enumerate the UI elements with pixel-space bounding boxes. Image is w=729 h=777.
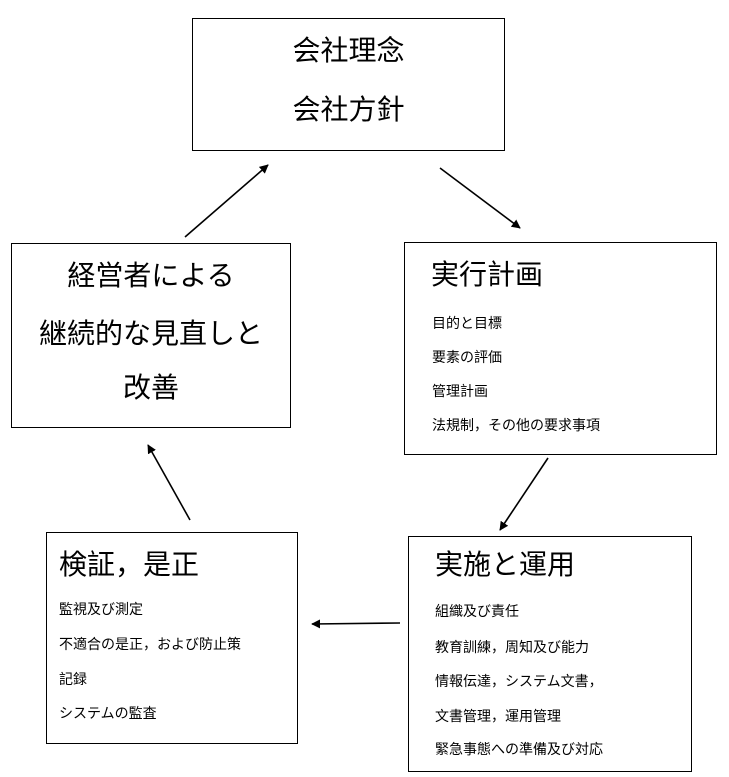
review-line-1: 経営者による: [67, 259, 235, 292]
implement-item: 教育訓練，周知及び能力: [435, 640, 589, 656]
check-title: 検証，是正: [59, 548, 200, 581]
arrow-check-to-review: [147, 444, 191, 521]
plan-title: 実行計画: [431, 258, 544, 291]
review-box: 経営者による 継続的な見直しと 改善: [11, 243, 291, 428]
plan-box: 実行計画 目的と目標 要素の評価 管理計画 法規制，その他の要求事項: [404, 242, 717, 455]
arrow-policy-to-plan: [439, 167, 521, 229]
implement-item: 文書管理，運用管理: [435, 709, 561, 725]
check-item: 不適合の是正，および防止策: [59, 637, 241, 653]
review-line-2: 継続的な見直しと: [38, 317, 263, 350]
implement-item: 組織及び責任: [435, 604, 519, 620]
plan-item: 要素の評価: [432, 350, 502, 366]
review-line-3: 改善: [122, 371, 179, 404]
policy-box: 会社理念 会社方針: [192, 18, 505, 151]
arrow-plan-to-implement: [499, 457, 549, 531]
plan-item: 法規制，その他の要求事項: [432, 418, 600, 434]
implement-title: 実施と運用: [435, 548, 576, 581]
implement-item: 緊急事態への準備及び対応: [435, 742, 603, 758]
check-item: システムの監査: [59, 706, 157, 722]
check-item: 記録: [59, 672, 87, 688]
policy-line-2: 会社方針: [292, 93, 405, 126]
plan-item: 管理計画: [432, 384, 488, 400]
implement-box: 実施と運用 組織及び責任 教育訓練，周知及び能力 情報伝達，システム文書， 文書…: [408, 536, 692, 772]
implement-item: 情報伝達，システム文書，: [435, 674, 603, 690]
check-item: 監視及び測定: [59, 602, 143, 618]
plan-item: 目的と目標: [432, 316, 502, 332]
check-box: 検証，是正 監視及び測定 不適合の是正，および防止策 記録 システムの監査: [46, 532, 298, 744]
arrow-review-to-policy: [184, 164, 269, 238]
policy-line-1: 会社理念: [292, 34, 405, 67]
arrow-implement-to-check: [311, 619, 401, 629]
